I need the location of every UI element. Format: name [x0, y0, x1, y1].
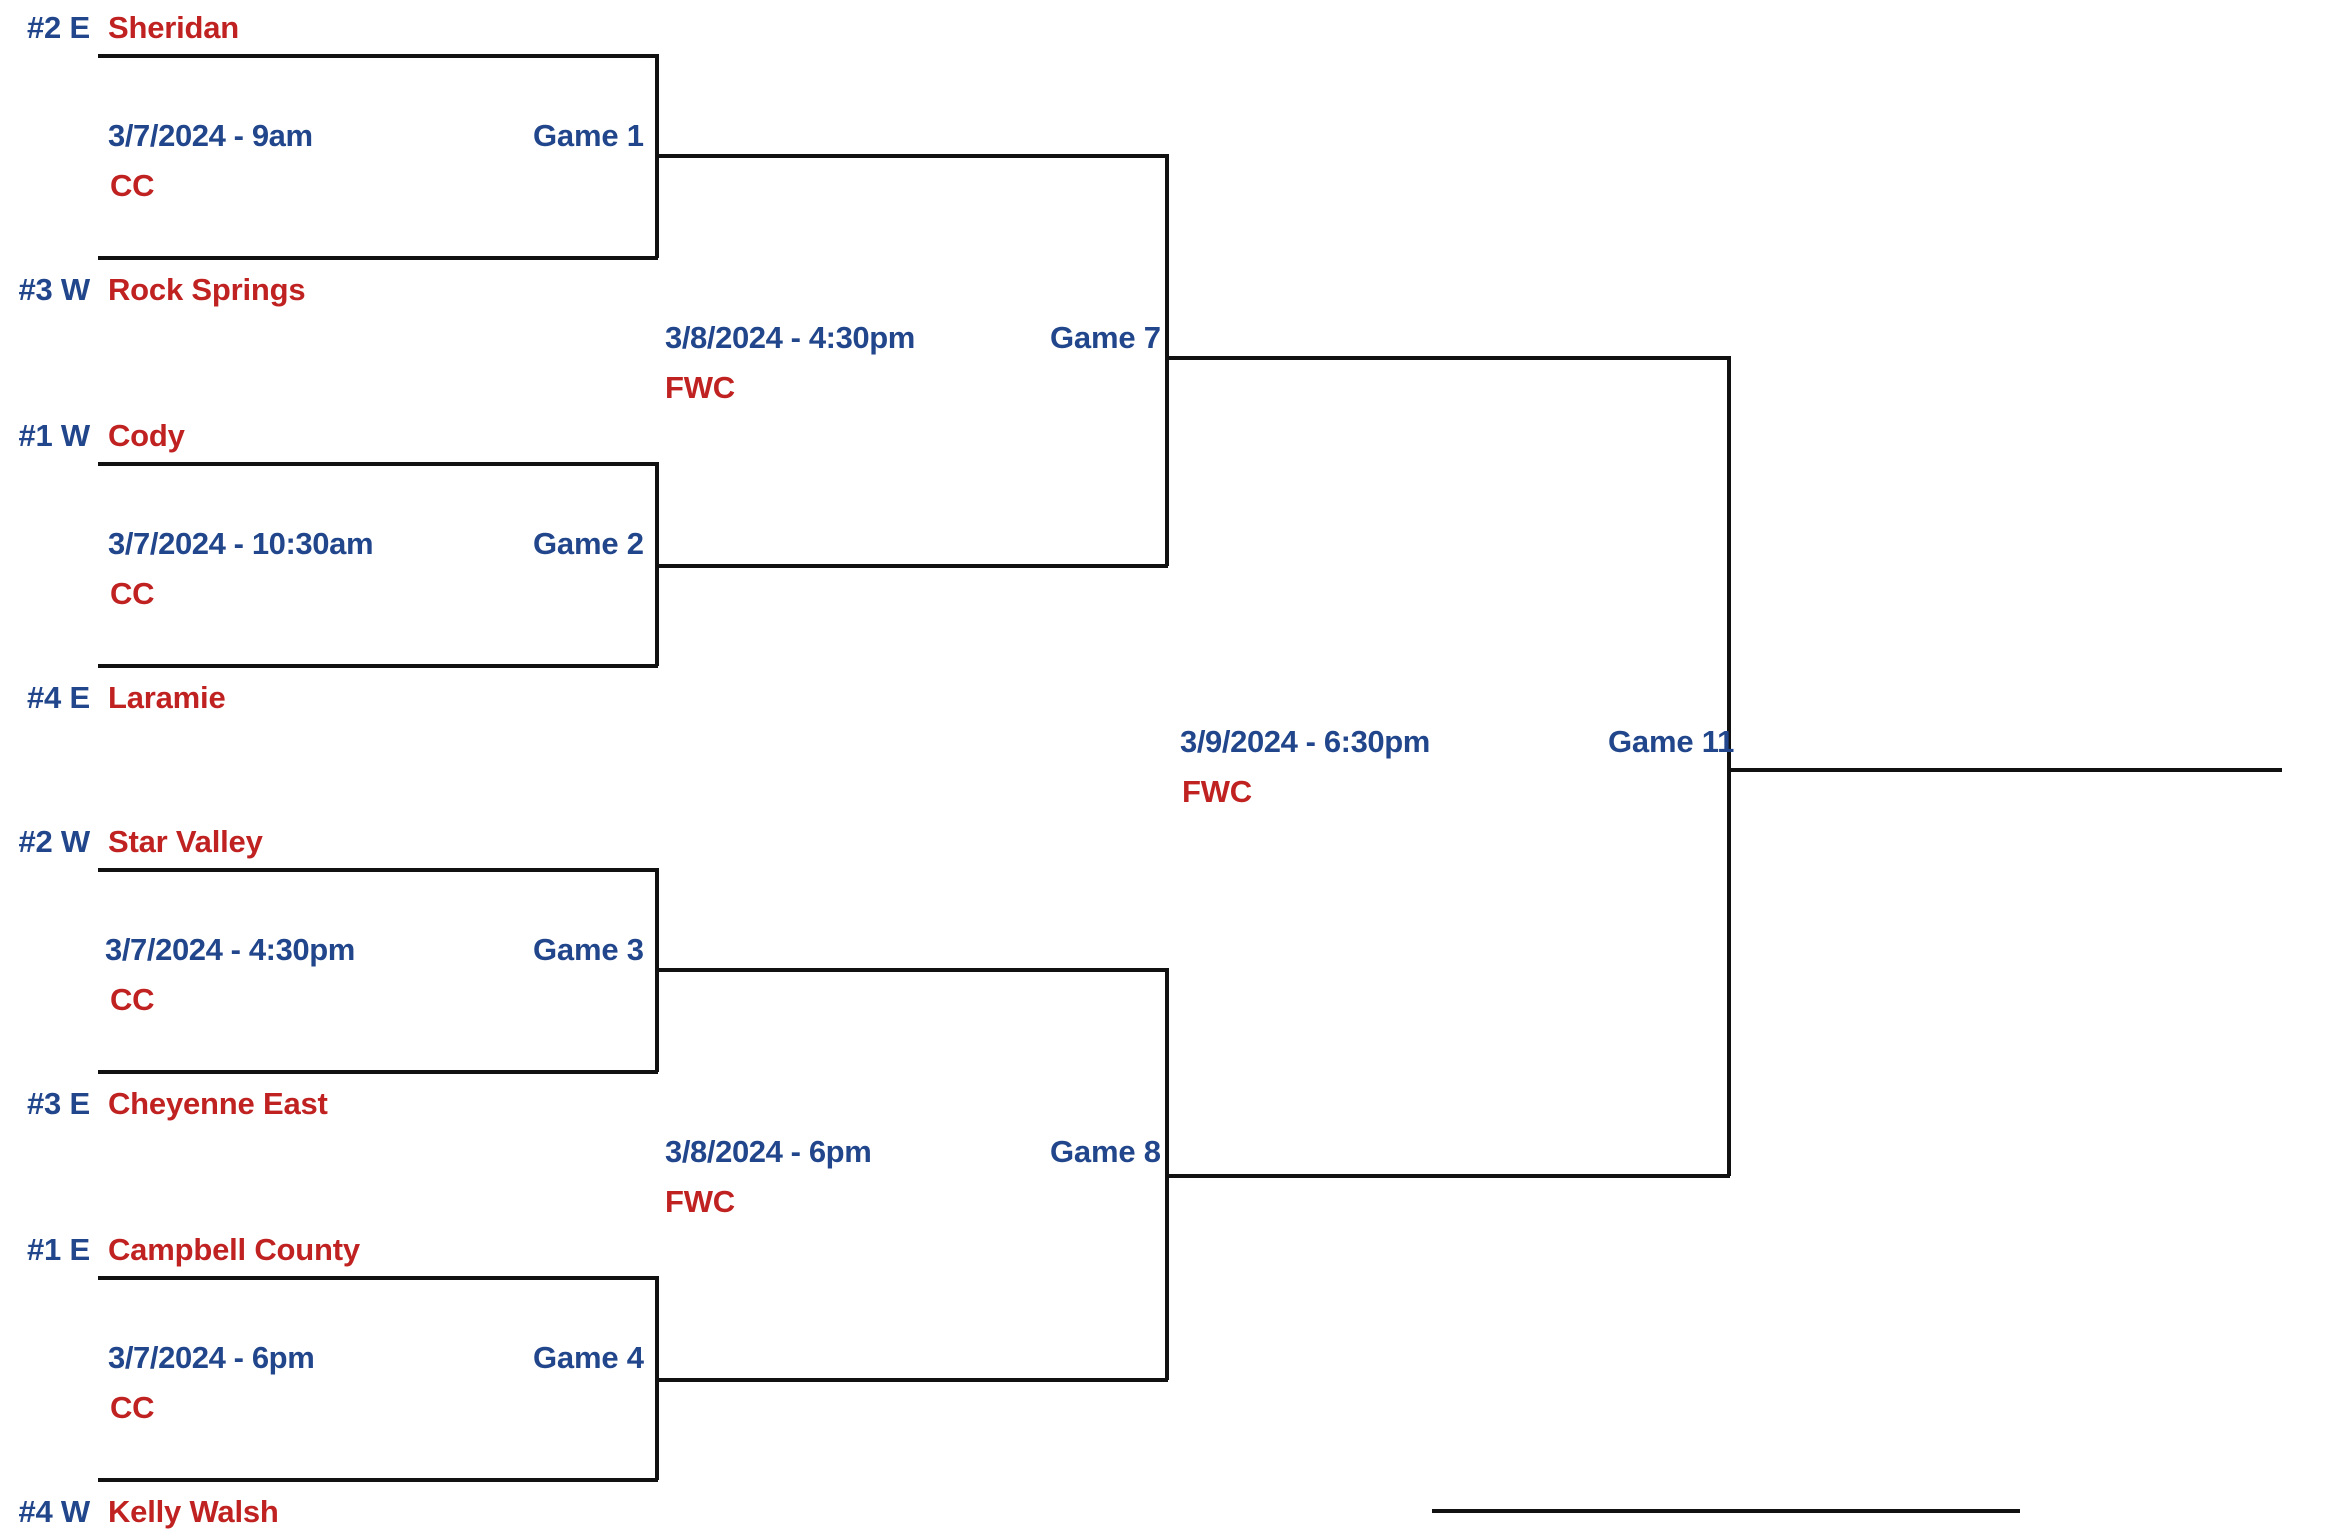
game8-venue: FWC: [665, 1184, 735, 1219]
team-name-game1-top: Sheridan: [108, 10, 240, 45]
game8-bottom-line: [655, 1378, 1168, 1382]
game8-label: Game 8: [1050, 1134, 1161, 1169]
seed-label-game1-bottom: #3 W: [18, 272, 90, 307]
game1-label: Game 1: [533, 118, 644, 153]
game7-top-line: [655, 154, 1168, 158]
game8-datetime: 3/8/2024 - 6pm: [665, 1134, 872, 1169]
game11-winner-line: [1727, 768, 2282, 772]
game3-venue: CC: [110, 982, 155, 1017]
game4-label: Game 4: [533, 1340, 644, 1375]
game2-datetime: 3/7/2024 - 10:30am: [108, 526, 374, 561]
seed-label-game3-bottom: #3 E: [27, 1086, 90, 1121]
game11-datetime-clip: 3/9/2024 - 6:30pm: [1180, 726, 1452, 766]
team-name-game3-top: Star Valley: [108, 824, 263, 859]
seed-label-game1-top: #2 E: [27, 10, 90, 45]
seed-label-game2-bottom: #4 E: [27, 680, 90, 715]
team-name-game2-bottom: Laramie: [108, 680, 226, 715]
seed-label-game2-top: #1 W: [18, 418, 90, 453]
game11-bottom-line: [1165, 1174, 1730, 1178]
team-name-game2-top: Cody: [108, 418, 185, 453]
game11-label: Game 11: [1608, 724, 1735, 759]
game1-top-line: [98, 54, 658, 58]
team-name-game4-top: Campbell County: [108, 1232, 360, 1267]
game3-label: Game 3: [533, 932, 644, 967]
team-name-game1-bottom: Rock Springs: [108, 272, 306, 307]
game4-top-line: [98, 1276, 658, 1280]
game11-right-edge: [1727, 356, 1731, 1176]
game4-venue: CC: [110, 1390, 155, 1425]
game2-label: Game 2: [533, 526, 644, 561]
seed-label-game3-top: #2 W: [18, 824, 90, 859]
game4-bottom-line: [98, 1478, 658, 1482]
game4-datetime: 3/7/2024 - 6pm: [108, 1340, 315, 1375]
game7-right-edge: [1165, 154, 1169, 566]
game7-label: Game 7: [1050, 320, 1161, 355]
game11-datetime: 3/9/2024 - 6:30pm: [1180, 726, 1430, 759]
game3-top-line: [98, 868, 658, 872]
game2-venue: CC: [110, 576, 155, 611]
game1-venue: CC: [110, 168, 155, 203]
game7-datetime: 3/8/2024 - 4:30pm: [665, 320, 915, 355]
game7-bottom-line: [655, 564, 1168, 568]
seed-label-game4-bottom: #4 W: [18, 1494, 90, 1529]
game11-venue: FWC: [1182, 774, 1252, 809]
team-name-game4-bottom: Kelly Walsh: [108, 1494, 279, 1529]
game3-datetime: 3/7/2024 - 4:30pm: [105, 932, 355, 967]
game1-bottom-line: [98, 256, 658, 260]
game1-datetime: 3/7/2024 - 9am: [108, 118, 313, 153]
seed-label-game4-top: #1 E: [27, 1232, 90, 1267]
game2-bottom-line: [98, 664, 658, 668]
game8-top-line: [655, 968, 1168, 972]
game7-venue: FWC: [665, 370, 735, 405]
game2-top-line: [98, 462, 658, 466]
team-name-game3-bottom: Cheyenne East: [108, 1086, 328, 1121]
lower-bracket-partial-line: [1432, 1509, 2020, 1513]
game3-bottom-line: [98, 1070, 658, 1074]
game11-top-line: [1165, 356, 1730, 360]
